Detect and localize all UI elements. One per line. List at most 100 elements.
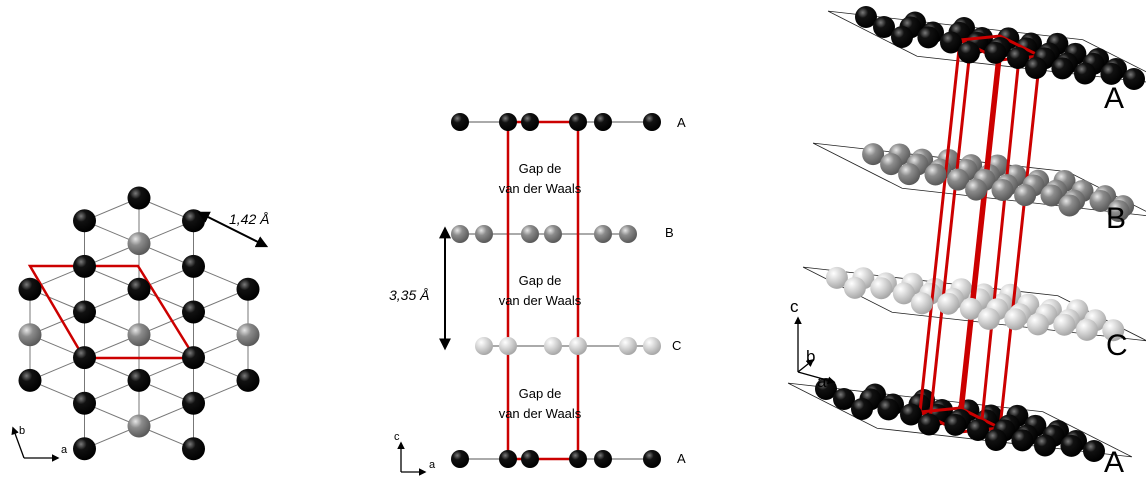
carbon-atom-layer-a bbox=[236, 368, 260, 392]
carbon-atom-layer-a bbox=[855, 6, 877, 28]
carbon-atom-layer-a bbox=[1123, 68, 1145, 90]
side-view-axes bbox=[397, 441, 427, 476]
carbon-atom-layer-b bbox=[880, 153, 903, 176]
carbon-atom-layer-b bbox=[1058, 194, 1081, 217]
unit-cell-top-view bbox=[27, 264, 198, 360]
carbon-atom-layer-a bbox=[182, 300, 205, 324]
carbon-atom-layer-a bbox=[917, 26, 940, 49]
carbon-atom-layer-b bbox=[1040, 184, 1063, 207]
carbon-atom-layer-a bbox=[236, 277, 260, 301]
carbon-atom-layer-c bbox=[1075, 318, 1098, 341]
carbon-atom-layer-a bbox=[18, 368, 42, 392]
carbon-atom-layer-a bbox=[569, 113, 587, 131]
vdw-gap-2-line2: van der Waals bbox=[499, 293, 582, 308]
carbon-atom-layer-a bbox=[1025, 57, 1047, 79]
carbon-atom-layer-a bbox=[900, 403, 922, 426]
carbon-atom-layer-a bbox=[958, 41, 980, 64]
carbon-atom-layer-a bbox=[451, 450, 469, 468]
layer-label-a-top: A bbox=[677, 115, 686, 130]
carbon-atom-layer-a bbox=[73, 437, 96, 461]
carbon-atom-layer-a bbox=[643, 450, 661, 468]
top-view-atoms bbox=[18, 186, 260, 461]
carbon-atom-layer-b bbox=[1014, 184, 1037, 207]
interlayer-distance-label: 3,35 Å bbox=[389, 287, 429, 303]
carbon-atom-layer-a bbox=[594, 450, 612, 468]
carbon-atom-layer-a bbox=[569, 450, 587, 468]
carbon-atom-layer-b bbox=[862, 143, 885, 166]
vdw-gap-3-line2: van der Waals bbox=[499, 406, 582, 421]
carbon-atom-layer-c bbox=[643, 337, 661, 355]
carbon-atom-layer-a bbox=[643, 113, 661, 131]
carbon-atom-layer-a bbox=[940, 31, 962, 54]
carbon-atom-layer-b bbox=[521, 225, 539, 243]
layer-label-a-bottom: A bbox=[1104, 446, 1124, 479]
bond-length-arrow bbox=[197, 211, 269, 248]
axis-c-label: c bbox=[394, 431, 400, 443]
layer-label-c: C bbox=[1106, 329, 1128, 362]
perspective-axes bbox=[794, 316, 836, 385]
carbon-atom-layer-c bbox=[1026, 313, 1049, 336]
perspective-atoms-front bbox=[851, 26, 1145, 462]
carbon-atom-layer-a bbox=[127, 186, 151, 210]
top-view-panel: 1,42 Å a b bbox=[11, 186, 269, 462]
carbon-atom-layer-a bbox=[182, 391, 205, 415]
carbon-atom-layer-c bbox=[870, 277, 893, 300]
carbon-atom-layer-a bbox=[127, 277, 151, 301]
carbon-atom-layer-a bbox=[594, 113, 612, 131]
axis-b-label: b bbox=[19, 425, 25, 437]
carbon-atom-layer-a bbox=[1100, 62, 1123, 85]
carbon-atom-layer-a bbox=[985, 429, 1007, 451]
carbon-atom-layer-b bbox=[965, 178, 988, 201]
carbon-atom-layer-c bbox=[892, 282, 915, 305]
carbon-atom-layer-b bbox=[924, 163, 947, 186]
axis-a-label: a bbox=[817, 372, 827, 391]
carbon-atom-layer-a bbox=[1051, 57, 1074, 80]
carbon-atom-layer-a bbox=[451, 113, 469, 131]
carbon-atom-layer-b bbox=[127, 232, 151, 256]
layer-label-b: B bbox=[1106, 202, 1126, 235]
carbon-atom-layer-c bbox=[475, 337, 493, 355]
side-view-atoms bbox=[451, 113, 661, 468]
bond-length-label: 1,42 Å bbox=[229, 211, 269, 227]
carbon-atom-layer-a bbox=[967, 419, 989, 441]
carbon-atom-layer-b bbox=[991, 178, 1014, 201]
carbon-atom-layer-c bbox=[1004, 308, 1027, 331]
carbon-atom-layer-a bbox=[944, 413, 967, 436]
vdw-gap-3-line1: Gap de bbox=[519, 386, 562, 401]
carbon-atom-layer-a bbox=[73, 300, 96, 324]
carbon-atom-layer-b bbox=[475, 225, 493, 243]
unit-cell-perspective bbox=[914, 34, 1046, 434]
perspective-view-panel: A B C A c b a bbox=[787, 6, 1146, 479]
carbon-atom-layer-b bbox=[619, 225, 637, 243]
carbon-atom-layer-a bbox=[833, 388, 855, 410]
axis-b-label: b bbox=[806, 347, 815, 366]
layer-label-c: C bbox=[672, 338, 681, 353]
carbon-atom-layer-c bbox=[959, 297, 982, 320]
carbon-atom-layer-a bbox=[1007, 47, 1029, 69]
carbon-atom-layer-a bbox=[499, 113, 517, 131]
carbon-atom-layer-a bbox=[73, 391, 96, 415]
carbon-atom-layer-c bbox=[825, 266, 848, 289]
carbon-atom-layer-a bbox=[73, 209, 96, 233]
carbon-atom-layer-c bbox=[1053, 313, 1076, 336]
top-view-axes bbox=[11, 426, 60, 462]
carbon-atom-layer-a bbox=[877, 398, 900, 421]
carbon-atom-layer-a bbox=[891, 26, 913, 48]
carbon-atom-layer-a bbox=[521, 450, 539, 468]
carbon-atom-layer-b bbox=[236, 323, 260, 347]
carbon-atom-layer-a bbox=[18, 277, 42, 301]
carbon-atom-layer-c bbox=[619, 337, 637, 355]
carbon-atom-layer-b bbox=[898, 163, 921, 186]
axis-a-label: a bbox=[429, 459, 436, 471]
vdw-gap-1-line1: Gap de bbox=[519, 161, 562, 176]
vdw-gap-1-line2: van der Waals bbox=[499, 181, 582, 196]
carbon-atom-layer-a bbox=[873, 16, 895, 38]
carbon-atom-layer-a bbox=[521, 113, 539, 131]
layer-plane bbox=[787, 382, 1133, 458]
layer-plane bbox=[827, 10, 1146, 83]
axis-c-label: c bbox=[790, 297, 799, 316]
carbon-atom-layer-c bbox=[499, 337, 517, 355]
carbon-atom-layer-c bbox=[569, 337, 587, 355]
axis-a-label: a bbox=[61, 444, 68, 456]
carbon-atom-layer-c bbox=[544, 337, 562, 355]
